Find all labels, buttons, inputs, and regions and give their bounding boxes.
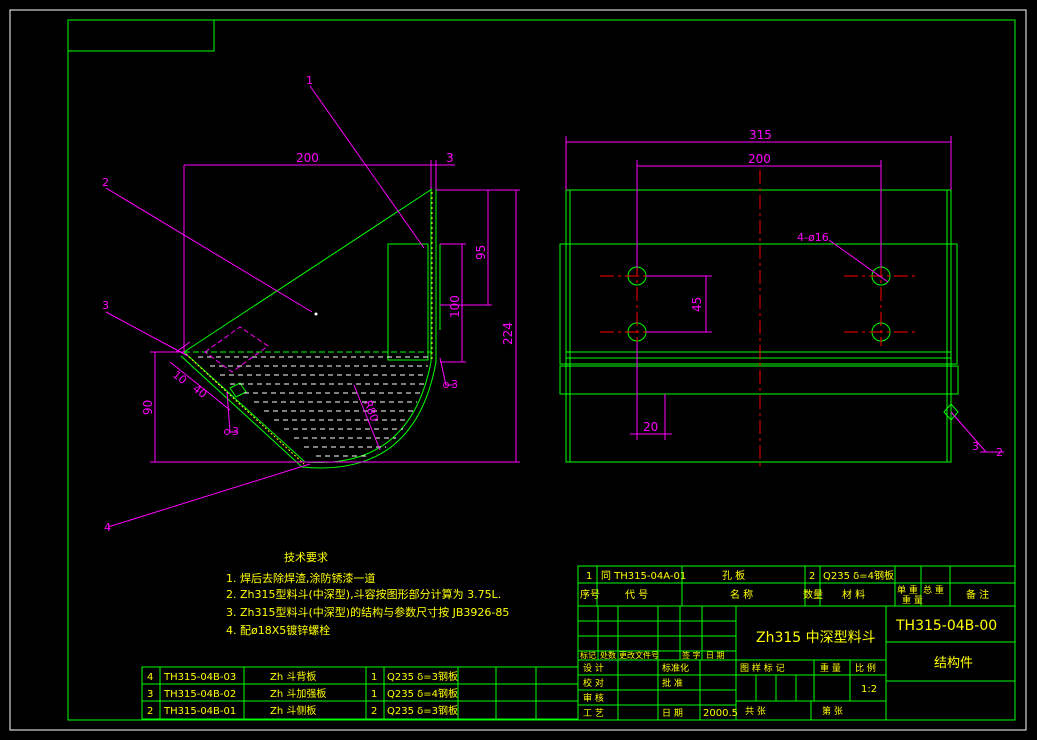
dim-front-20: 20 bbox=[643, 420, 658, 434]
label-design: 设 计 bbox=[583, 662, 604, 674]
weld-symbol-2: 3 bbox=[451, 378, 458, 391]
header-qty: 数量 bbox=[803, 588, 823, 601]
part-2-no: 2 bbox=[147, 706, 153, 717]
tech-req-item: 2. Zh315型料斗(中深型),斗容按图形部分计算为 3.75L. bbox=[226, 587, 501, 601]
weld-front-2: 2 bbox=[996, 446, 1003, 459]
part-1-material: Q235 δ=4钢板 bbox=[823, 569, 894, 582]
callout-3: 3 bbox=[102, 299, 109, 312]
callout-1: 1 bbox=[306, 74, 313, 87]
label-check: 校 对 bbox=[583, 677, 604, 689]
header-total-weight: 总 重 bbox=[923, 584, 944, 596]
part-2-material: Q235 δ=3钢板 bbox=[387, 704, 458, 717]
label-stage-mark: 图 样 标 记 bbox=[740, 662, 785, 674]
dim-side-224: 224 bbox=[501, 322, 515, 345]
part-4-code: TH315-04B-03 bbox=[163, 672, 236, 683]
dim-front-200: 200 bbox=[748, 152, 771, 166]
dim-side-200: 200 bbox=[296, 151, 319, 165]
part-3-code: TH315-04B-02 bbox=[163, 689, 236, 700]
part-1-qty: 2 bbox=[809, 571, 815, 582]
label-sheet: 第 张 bbox=[822, 705, 843, 717]
part-4-name: Zh 斗背板 bbox=[270, 670, 316, 683]
part-2-code: TH315-04B-01 bbox=[163, 706, 236, 717]
header-unit-weight: 单 重 bbox=[897, 584, 918, 596]
dim-front-315: 315 bbox=[749, 128, 772, 142]
drawing-name: Zh315 中深型料斗 bbox=[756, 630, 876, 646]
title-block: 1 同 TH315-04A-01 孔 板 2 Q235 δ=4钢板 序号 代 号… bbox=[577, 565, 1016, 721]
dim-side-90: 90 bbox=[141, 400, 155, 415]
parts-list-lower: 4 TH315-04B-03 Zh 斗背板 1 Q235 δ=3钢板 3 TH3… bbox=[141, 666, 579, 720]
dim-side-3: 3 bbox=[446, 151, 454, 165]
header-no: 序号 bbox=[580, 588, 600, 601]
label-count: 处数 bbox=[600, 650, 616, 660]
label-weight: 重 量 bbox=[820, 662, 841, 674]
dim-side-95: 95 bbox=[474, 245, 488, 260]
label-date: 日 期 bbox=[662, 708, 683, 719]
label-mark: 标记 bbox=[580, 650, 596, 660]
header-name: 名 称 bbox=[730, 588, 753, 601]
header-remark: 备 注 bbox=[966, 588, 989, 601]
callout-4: 4 bbox=[104, 521, 111, 534]
part-2-name: Zh 斗侧板 bbox=[270, 704, 316, 717]
part-3-material: Q235 δ=4钢板 bbox=[387, 687, 458, 700]
label-audit: 审 核 bbox=[583, 692, 604, 704]
label-process: 工 艺 bbox=[583, 708, 604, 719]
label-standard: 标准化 bbox=[662, 662, 689, 674]
part-4-qty: 1 bbox=[371, 672, 377, 683]
tech-req-item: 3. Zh315型料斗(中深型)的结构与参数尺寸按 JB3926-85 bbox=[226, 605, 509, 619]
label-date-col: 日 期 bbox=[706, 651, 725, 660]
part-1-no: 1 bbox=[586, 571, 592, 582]
tech-req-item: 1. 焊后去除焊渣,涂防锈漆一道 bbox=[226, 571, 376, 585]
header-weight: 重 量 bbox=[902, 594, 923, 606]
part-3-no: 3 bbox=[147, 689, 153, 700]
dim-side-100: 100 bbox=[448, 295, 462, 318]
title-scale: 1:2 bbox=[861, 684, 877, 695]
front-view: 315 200 45 20 4-ø16 3 2 bbox=[559, 128, 1004, 470]
part-2-qty: 2 bbox=[371, 706, 377, 717]
label-approve: 批 准 bbox=[662, 677, 683, 689]
drawing-frame bbox=[9, 9, 1027, 731]
tech-req-item: 4. 配ø18X5镀锌螺栓 bbox=[226, 623, 330, 637]
part-3-qty: 1 bbox=[371, 689, 377, 700]
technical-requirements: 技术要求 1. 焊后去除焊渣,涂防锈漆一道 2. Zh315型料斗(中深型),斗… bbox=[226, 551, 509, 637]
part-3-name: Zh 斗加强板 bbox=[270, 687, 326, 700]
label-total-sheets: 共 张 bbox=[745, 706, 766, 717]
label-sign: 签 字 bbox=[682, 650, 701, 660]
part-1-code: 同 TH315-04A-01 bbox=[601, 570, 686, 582]
part-4-material: Q235 δ=3钢板 bbox=[387, 670, 458, 683]
label-scale: 比 例 bbox=[855, 662, 876, 674]
part-4-no: 4 bbox=[147, 672, 153, 683]
part-1-name: 孔 板 bbox=[722, 569, 745, 582]
callout-2: 2 bbox=[102, 176, 109, 189]
dim-front-45: 45 bbox=[690, 297, 704, 312]
dim-front-holes: 4-ø16 bbox=[797, 231, 829, 244]
label-change-doc: 更改文件号 bbox=[619, 650, 659, 660]
title-date: 2000.5 bbox=[703, 708, 738, 719]
tech-req-title: 技术要求 bbox=[284, 551, 328, 564]
header-material: 材 料 bbox=[842, 588, 865, 601]
side-view: 200 3 95 100 224 90 10 40 R80 1 2 3 4 3 … bbox=[102, 74, 520, 534]
drawing-number: TH315-04B-00 bbox=[895, 618, 997, 634]
weld-symbol-1: 3 bbox=[232, 425, 239, 438]
weld-front-3: 3 bbox=[972, 440, 979, 453]
drawing-type: 结构件 bbox=[934, 656, 973, 671]
header-code: 代 号 bbox=[625, 589, 648, 601]
